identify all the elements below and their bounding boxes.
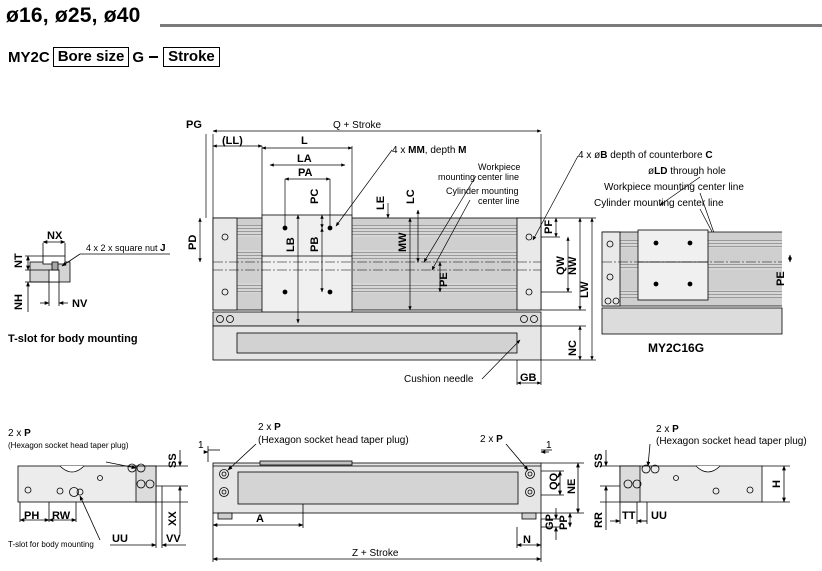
bottom-dim-z: Z + Stroke — [352, 548, 399, 559]
right-end-plug-note: (Hexagon socket head taper plug) — [656, 436, 807, 447]
cylinder-note-1: Cylinder mounting — [446, 186, 519, 196]
right-dim-gp: GP — [544, 514, 556, 530]
cylinder-center-note: Cylinder mounting center line — [594, 198, 724, 209]
left-tslot-note: T-slot for body mounting — [8, 540, 94, 549]
small-view — [601, 229, 792, 335]
right-end-dim-tt: TT — [622, 510, 636, 522]
dim-pb: PB — [309, 237, 321, 252]
left-dim-xx: XX — [167, 511, 179, 526]
left-plug-note: (Hexagon socket head taper plug) — [8, 441, 129, 450]
left-dim-ss: SS — [167, 453, 179, 468]
dim-pe: PE — [438, 272, 450, 287]
dim-q: Q + Stroke — [333, 120, 382, 131]
title-rule — [160, 24, 822, 27]
dim-gb: GB — [520, 372, 537, 384]
right-one: 1 — [546, 440, 552, 451]
page-title: ø16, ø25, ø40 — [6, 4, 141, 27]
right-dim-qq: QQ — [548, 472, 560, 490]
dim-nc: NC — [567, 340, 579, 356]
model-dash — [149, 56, 159, 58]
small-dim-pe: PE — [775, 271, 787, 286]
dim-pg: PG — [186, 119, 202, 131]
right-dim-n: N — [523, 534, 531, 546]
left-dim-vv: VV — [166, 533, 181, 545]
bottom-plug-note: (Hexagon socket head taper plug) — [258, 435, 409, 446]
bottom-dim-a: A — [256, 513, 264, 525]
dim-pa: PA — [298, 167, 313, 179]
bore-size-box: Bore size — [52, 47, 130, 67]
tslot-nt: NT — [13, 253, 25, 268]
dim-pf: PF — [543, 220, 555, 234]
dim-qw: QW — [555, 255, 567, 275]
right-end-p-note: 2 x P — [656, 424, 679, 435]
right-p-note: 2 x P — [480, 434, 503, 445]
dim-la: LA — [297, 153, 312, 165]
dim-ll: (LL) — [222, 135, 243, 147]
right-dim-pp: PP — [558, 515, 570, 530]
right-end-dim-ss: SS — [593, 453, 605, 468]
model-code: MY2C Bore size G Stroke — [8, 47, 220, 67]
workpiece-note-1: Workpiece — [478, 162, 520, 172]
cylinder-note-2: center line — [478, 196, 520, 206]
tslot-nut-note: 4 x 2 x square nut J — [86, 243, 166, 254]
top-view — [198, 129, 596, 385]
bottom-p-note: 2 x P — [258, 422, 281, 433]
small-view-label: MY2C16G — [648, 341, 704, 355]
left-dim-rw: RW — [52, 510, 71, 522]
right-end-dim-h: H — [771, 480, 783, 488]
dim-nw: NW — [567, 256, 579, 275]
slider-block — [261, 214, 353, 324]
dim-lw: LW — [579, 281, 591, 298]
bottom-one: 1 — [198, 440, 204, 451]
left-dim-ph: PH — [24, 510, 39, 522]
dim-le: LE — [375, 196, 387, 210]
top-view-labels: PG (LL) Q + Stroke L LA PA PC LE LC PD L… — [186, 119, 744, 385]
counterbore-note: 4 x øB depth of counterbore C — [578, 150, 713, 161]
dim-lc: LC — [405, 189, 417, 204]
model-g: G — [132, 48, 145, 66]
mm-note: 4 x MM, depth M — [392, 145, 467, 156]
right-side-view — [505, 443, 584, 548]
dim-mw: MW — [397, 232, 409, 252]
tslot-caption: T-slot for body mounting — [8, 333, 138, 345]
workpiece-note-2: mounting center line — [438, 172, 519, 182]
right-end-dim-rr: RR — [593, 512, 605, 528]
model-prefix: MY2C — [8, 48, 50, 66]
left-dim-uu: UU — [112, 533, 128, 545]
right-end-view — [600, 443, 790, 530]
dim-lb: LB — [285, 237, 297, 252]
ld-note: øLD through hole — [648, 166, 726, 177]
dim-l: L — [301, 135, 308, 147]
dim-pd: PD — [187, 235, 199, 250]
dim-pc: PC — [309, 189, 321, 204]
right-end-dim-uu: UU — [651, 510, 667, 522]
cushion-needle-note: Cushion needle — [404, 374, 474, 385]
tslot-nx: NX — [47, 230, 63, 242]
tslot-nv: NV — [72, 298, 88, 310]
right-dim-ne: NE — [566, 479, 578, 494]
tslot-view — [25, 240, 170, 312]
left-p-note: 2 x P — [8, 428, 31, 439]
left-end-view — [17, 450, 188, 548]
bottom-view — [203, 443, 542, 562]
tslot-nh: NH — [13, 294, 25, 310]
stroke-box: Stroke — [163, 47, 220, 67]
workpiece-center-note: Workpiece mounting center line — [604, 182, 744, 193]
